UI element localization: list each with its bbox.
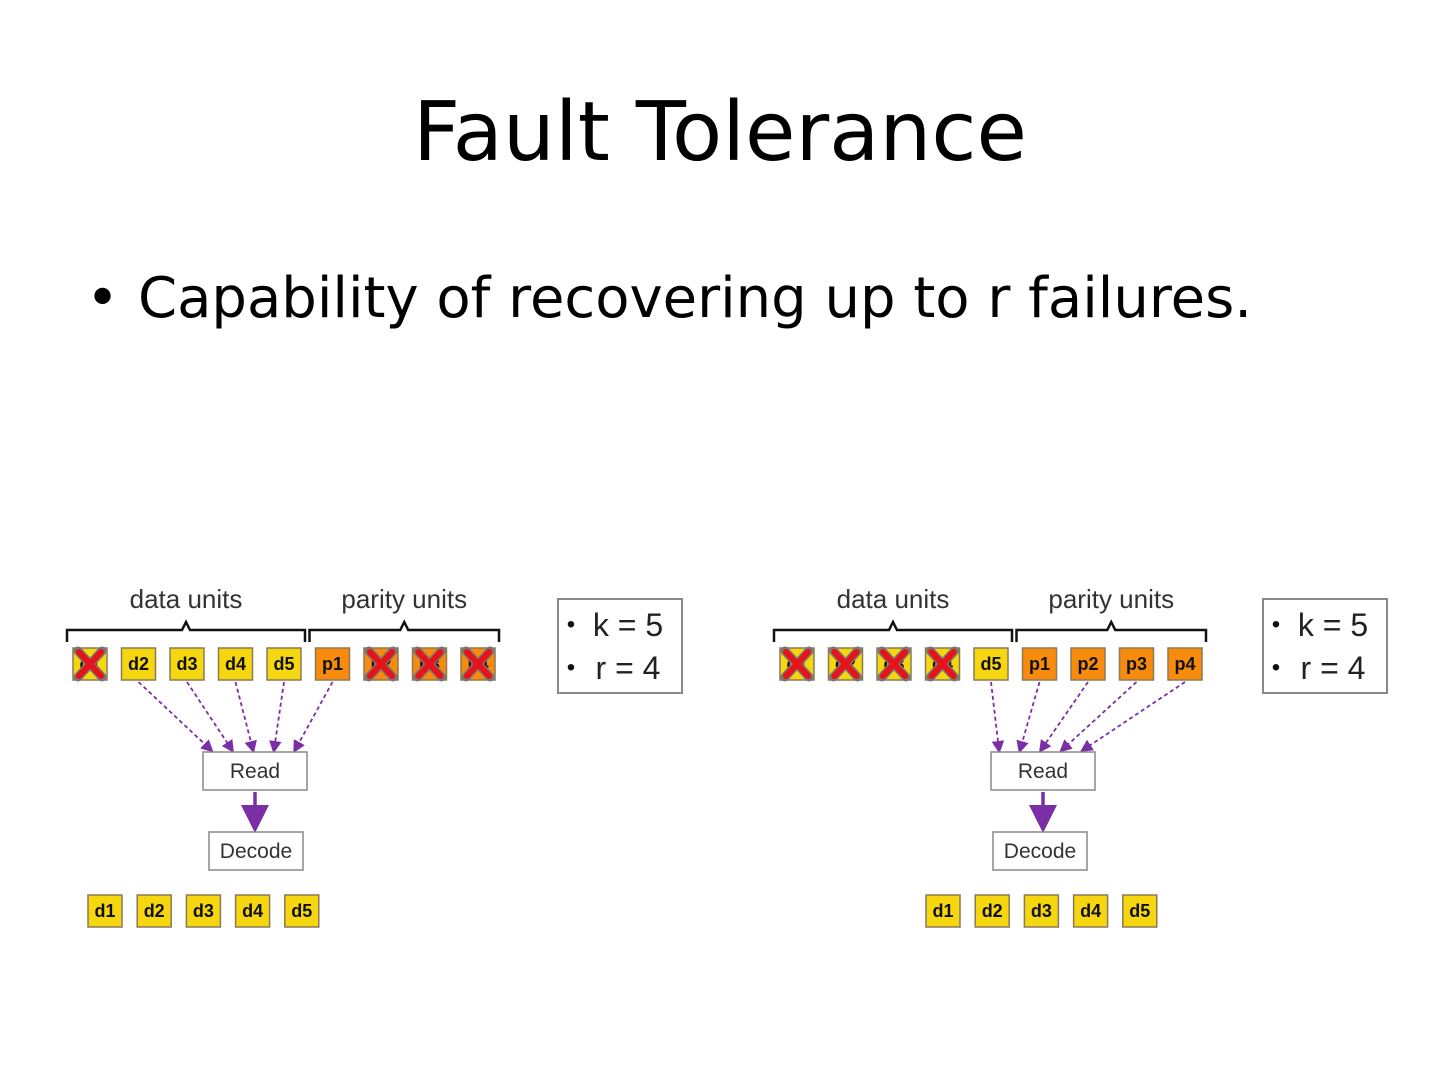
read-arrow	[1016, 681, 1041, 754]
read-label: Read	[1018, 760, 1068, 783]
unit-label: d4	[225, 654, 246, 674]
param-text: r = 4	[1301, 650, 1366, 686]
unit-box	[1118, 647, 1155, 681]
output-unit-label: d1	[94, 901, 115, 921]
failure-x-icon	[880, 649, 908, 679]
unit-box	[1070, 647, 1106, 681]
bullet-dot-icon: •	[86, 266, 120, 331]
slide-title: Fault Tolerance	[413, 85, 1027, 180]
unit-label: p1	[1029, 654, 1050, 674]
parity-units-brace	[1015, 619, 1208, 642]
params-box	[1262, 598, 1388, 694]
decode-box	[992, 831, 1088, 871]
read-arrow	[186, 681, 234, 754]
decode-box	[208, 831, 304, 871]
output-unit-label: d4	[242, 901, 263, 921]
param-text: k = 5	[593, 607, 663, 643]
read-box	[202, 751, 308, 791]
output-unit-label: d2	[144, 901, 165, 921]
read-arrow	[234, 681, 257, 754]
unit-label: p4	[1174, 654, 1195, 674]
read-arrow	[1059, 681, 1138, 753]
unit-label: p1	[322, 654, 343, 674]
failure-x-icon	[783, 649, 811, 679]
output-unit-label: d3	[193, 901, 214, 921]
bullet-text: Capability of recovering up to r failure…	[138, 266, 1253, 331]
params-box	[557, 598, 683, 694]
group-label: data units	[837, 584, 950, 614]
decode-label: Decode	[220, 840, 292, 863]
bullet-item: • Capability of recovering up to r failur…	[86, 268, 1252, 330]
failure-x-icon	[464, 649, 492, 679]
unit-label: d2	[128, 654, 149, 674]
unit-box	[1167, 647, 1203, 681]
unit-box	[217, 647, 254, 681]
output-unit-box	[284, 894, 320, 928]
group-label: parity units	[341, 584, 467, 614]
unit-box	[120, 647, 157, 681]
decode-label: Decode	[1004, 840, 1076, 863]
failure-x-icon	[76, 649, 104, 679]
output-unit-box	[1072, 894, 1109, 928]
output-unit-box	[974, 894, 1010, 928]
param-text: k = 5	[1298, 607, 1368, 643]
failure-x-icon	[831, 649, 860, 679]
output-unit-box	[87, 894, 123, 928]
unit-box	[1021, 647, 1058, 681]
output-unit-box	[185, 894, 222, 928]
failure-x-icon	[928, 649, 957, 679]
data-units-brace	[772, 619, 1014, 642]
read-arrow	[1038, 681, 1089, 753]
data-units-brace	[65, 619, 307, 642]
param-bullet-icon: •	[1272, 654, 1280, 681]
diagram-svg: data units parity units d1 d2 d3 d4 d5 p1 p2 p3 p4…	[772, 584, 1388, 928]
output-unit-box	[925, 894, 961, 928]
output-unit-label: d1	[932, 901, 953, 921]
erasure-code-diagram-right: data units parity units d1 d2 d3 d4 d5 p1 p2 p3 p4…	[760, 575, 1400, 960]
output-unit-label: d3	[1031, 901, 1052, 921]
unit-box	[266, 647, 302, 681]
unit-label: d3	[176, 654, 197, 674]
read-arrow	[293, 681, 334, 754]
unit-label: p3	[1126, 654, 1147, 674]
output-unit-box	[234, 894, 271, 928]
unit-label: d5	[273, 654, 294, 674]
output-unit-box	[1023, 894, 1060, 928]
read-label: Read	[230, 760, 280, 783]
output-unit-label: d5	[1129, 901, 1150, 921]
output-unit-box	[136, 894, 172, 928]
read-box	[990, 751, 1096, 791]
group-label: parity units	[1048, 584, 1174, 614]
read-arrow	[269, 681, 285, 754]
failure-x-icon	[367, 649, 395, 679]
group-label: data units	[130, 584, 243, 614]
unit-label: d5	[980, 654, 1001, 674]
read-arrow	[137, 681, 214, 753]
output-unit-label: d5	[291, 901, 312, 921]
param-bullet-icon: •	[1272, 611, 1280, 638]
unit-box	[169, 647, 205, 681]
unit-box	[973, 647, 1009, 681]
param-bullet-icon: •	[567, 611, 575, 638]
param-text: r = 4	[596, 650, 661, 686]
output-unit-box	[1122, 894, 1158, 928]
param-bullet-icon: •	[567, 654, 575, 681]
unit-label: p2	[1077, 654, 1098, 674]
output-unit-label: d2	[982, 901, 1003, 921]
failure-x-icon	[415, 649, 444, 679]
unit-box	[314, 647, 351, 681]
parity-units-brace	[308, 619, 501, 642]
read-arrow	[990, 681, 1005, 754]
output-unit-label: d4	[1080, 901, 1101, 921]
